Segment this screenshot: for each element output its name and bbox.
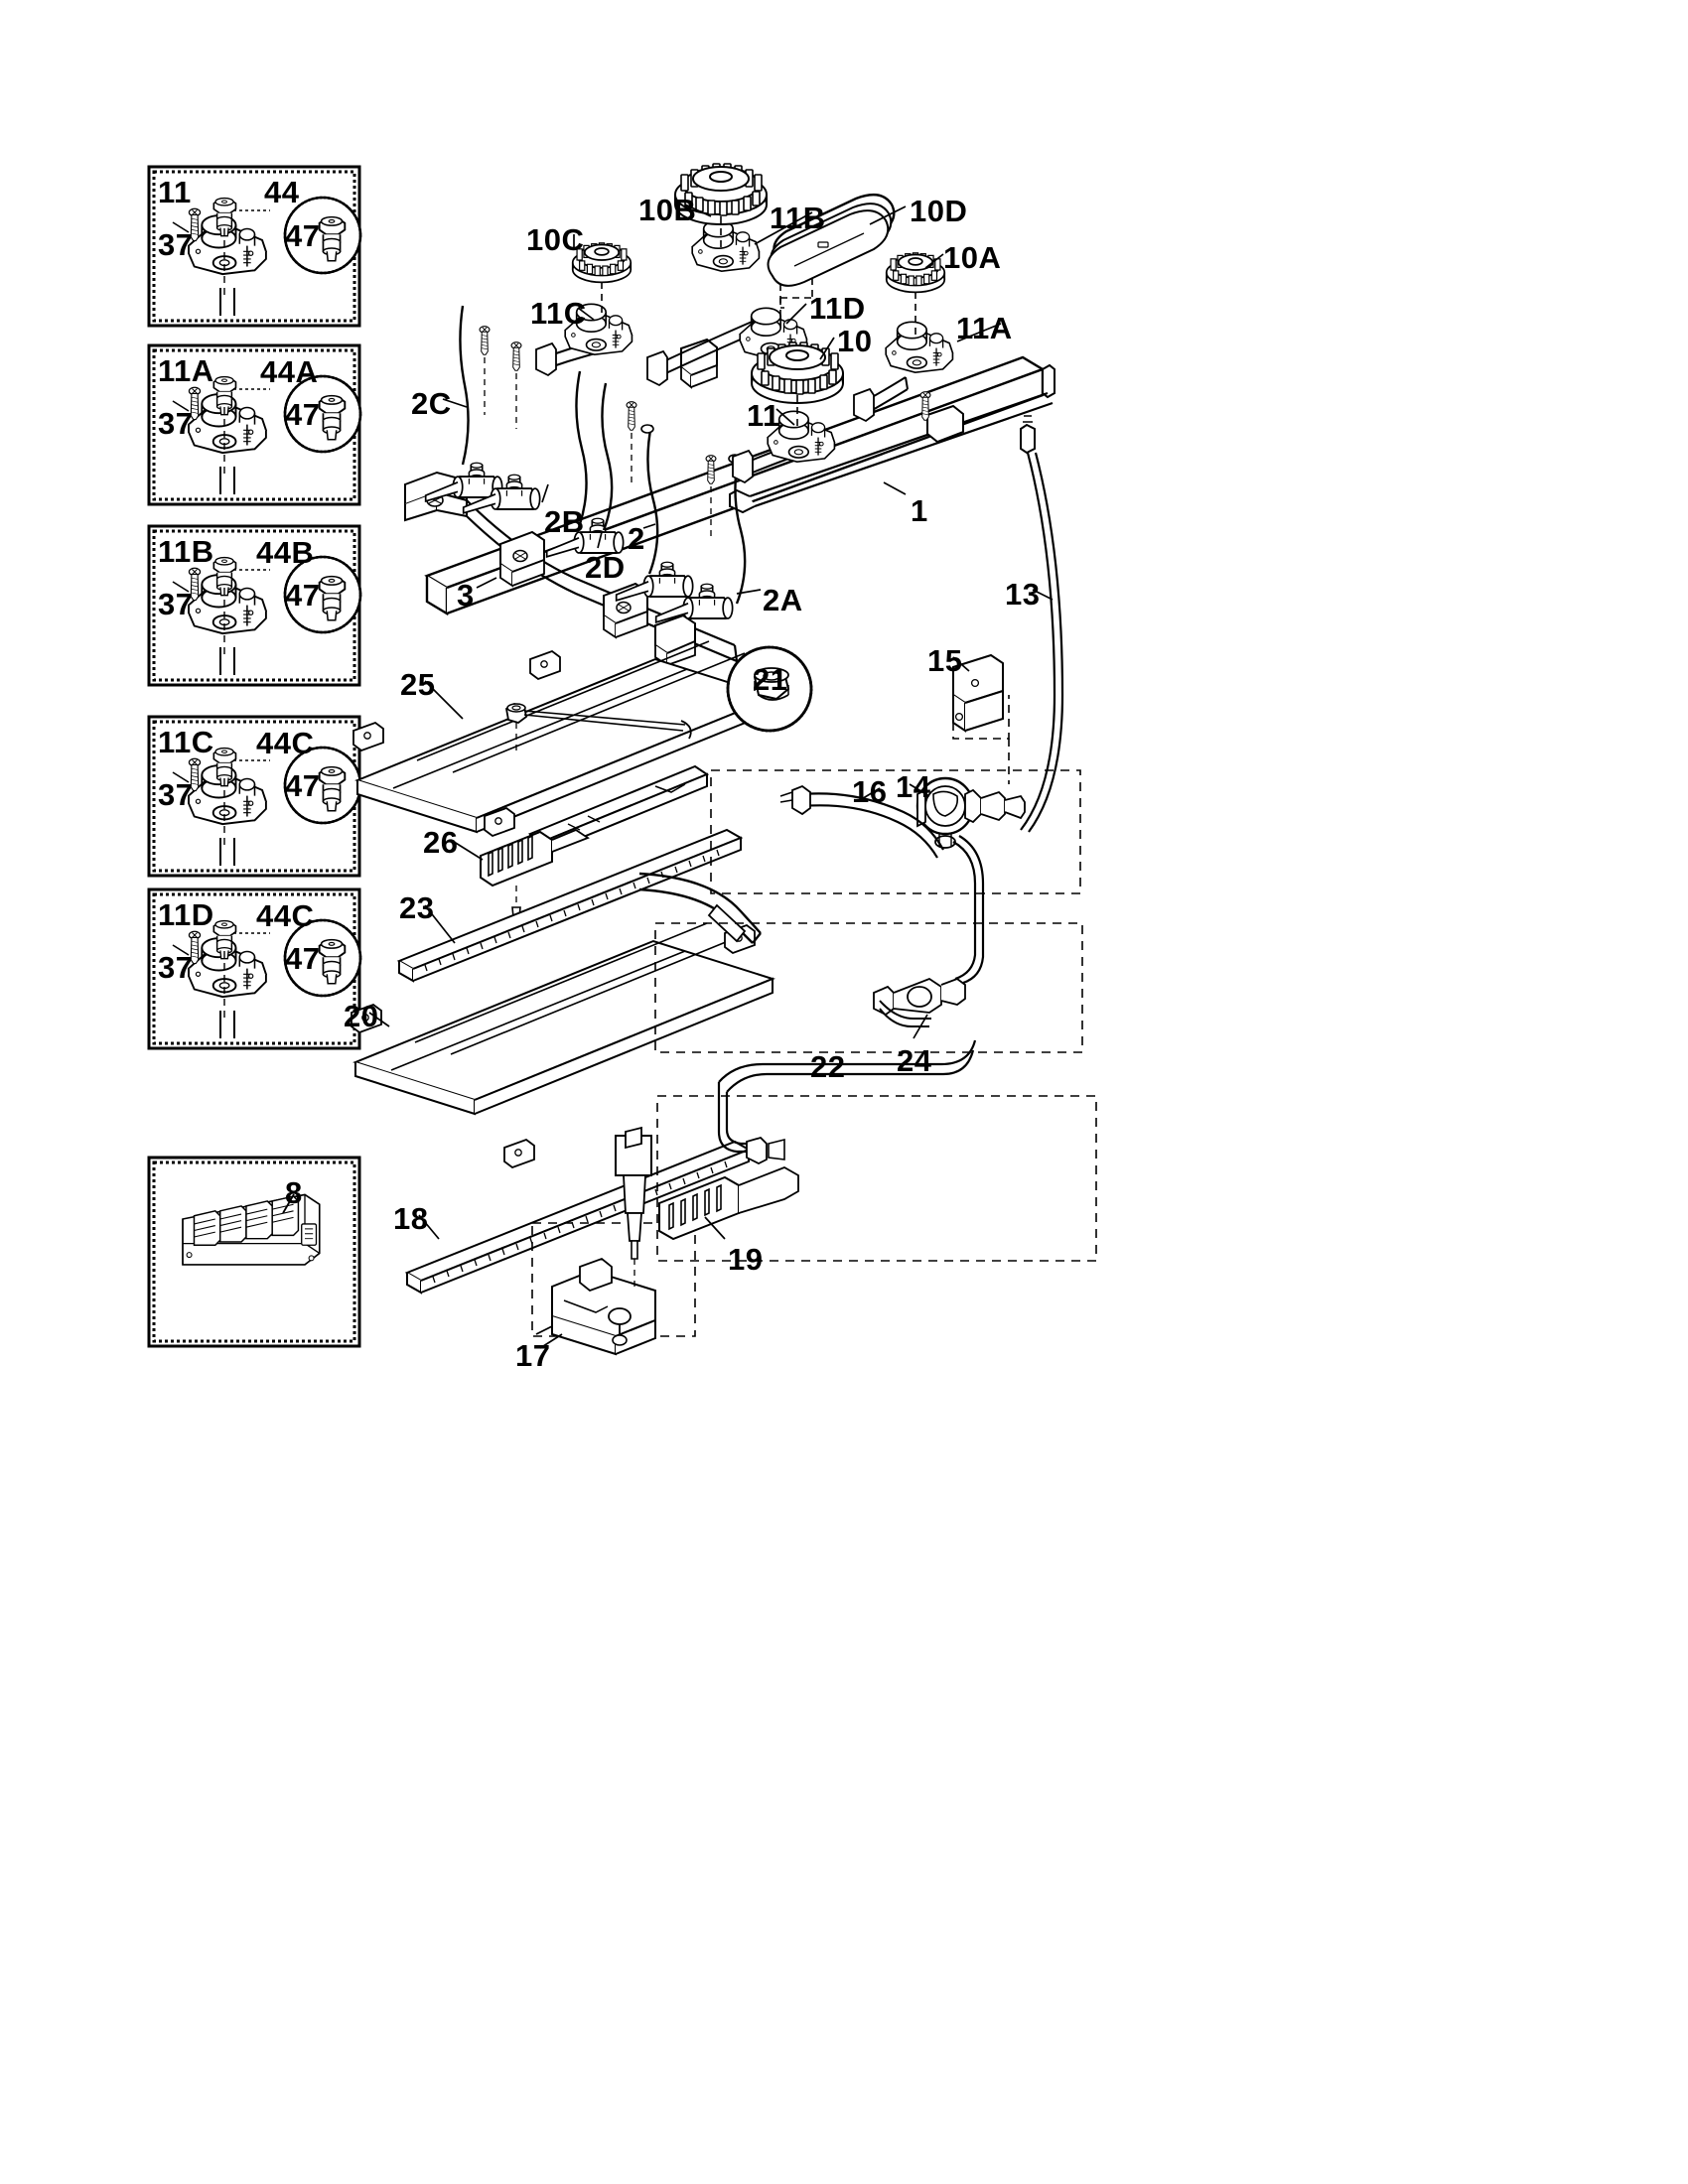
burner-head-10 — [751, 341, 844, 429]
callout-11D: 11D — [809, 291, 866, 326]
burner-base-11A-assembly — [885, 321, 954, 373]
manifold-pipe-1 — [425, 338, 1055, 615]
detail-box-label-11C: 11C — [158, 725, 214, 759]
callout-24: 24 — [897, 1043, 932, 1078]
callout-13: 13 — [1005, 577, 1041, 612]
detail-box-11A — [147, 343, 362, 506]
flex-tube-22 — [717, 1039, 977, 1165]
pressure-regulator-14 — [915, 776, 1026, 849]
detail-box-label-11B: 11B — [158, 534, 214, 569]
callout-10D: 10D — [910, 194, 968, 228]
callout-2C: 2C — [411, 386, 452, 421]
detail-box-11C — [147, 715, 362, 878]
detail-box-screw-label-11D: 37 — [158, 950, 194, 985]
callout-10A: 10A — [943, 240, 1002, 275]
callout-2B: 2B — [544, 504, 585, 539]
callout-10B: 10B — [638, 193, 697, 227]
detail-box-label-11A: 11A — [158, 353, 214, 388]
spark-electrode — [615, 1126, 652, 1291]
detail-box-screw-label-11: 37 — [158, 227, 194, 262]
callout-20: 20 — [344, 999, 379, 1033]
detail-box-callout-label-47-11A: 47 — [285, 397, 321, 432]
detail-box-11 — [147, 165, 362, 328]
oven-safety-valve-17 — [535, 1257, 656, 1356]
detail-box-label-11D: 11D — [158, 897, 214, 932]
detail-box-callout-label-47-11D: 47 — [285, 941, 321, 976]
oven-igniter-26 — [480, 828, 590, 918]
burner-head-10C — [571, 241, 633, 318]
burner-head-10B — [674, 163, 768, 250]
detail-box-callout-label-47-11: 47 — [285, 218, 321, 253]
callout-23: 23 — [399, 890, 435, 925]
griddle-burner-10D — [767, 193, 896, 322]
detail-box-11D — [147, 887, 362, 1050]
flex-line-13 — [1020, 415, 1064, 833]
callout-21: 21 — [753, 662, 788, 697]
tube-fittings — [535, 341, 875, 484]
detail-box-orifice-label-44B: 44B — [256, 535, 315, 570]
callout-11C: 11C — [530, 296, 587, 331]
detail-box-screw-label-11B: 37 — [158, 587, 194, 621]
dashed-envelopes — [531, 769, 1097, 1337]
callout-14: 14 — [896, 769, 931, 804]
igniter-wire-terminals — [640, 424, 742, 464]
callout-17: 17 — [515, 1338, 551, 1373]
gas-line-16 — [779, 784, 944, 859]
callout-15: 15 — [927, 643, 963, 678]
lock-nut-21 — [505, 645, 813, 754]
callout-11B: 11B — [770, 201, 826, 235]
callout-18: 18 — [393, 1201, 429, 1236]
detail-box-orifice-label-44C-2: 44C — [256, 898, 315, 933]
detail-box-8 — [147, 1156, 361, 1348]
burner-base-11B-assembly — [691, 219, 761, 272]
manifold-screws — [479, 326, 931, 536]
detail-box-callout-label-47-11B: 47 — [285, 578, 321, 613]
callout-1: 1 — [911, 493, 928, 528]
callout-3: 3 — [457, 578, 475, 613]
fitting-24 — [873, 835, 985, 1027]
callout-2D: 2D — [585, 550, 626, 585]
detail-box-orifice-label-44A: 44A — [260, 354, 319, 389]
callout-11A: 11A — [956, 311, 1013, 345]
oven-bottom-25 — [352, 640, 775, 838]
callout-22: 22 — [810, 1049, 846, 1084]
bracket-15 — [952, 653, 1010, 784]
callout-2A: 2A — [763, 583, 803, 617]
callout-11: 11 — [747, 398, 780, 433]
burner-head-10A — [885, 251, 946, 336]
valve-2 — [615, 561, 694, 602]
callout-26: 26 — [423, 825, 459, 860]
leader-lines — [368, 204, 1054, 1349]
callout-10: 10 — [837, 324, 873, 358]
detail-box-callout-label-47-11C: 47 — [285, 768, 321, 803]
callout-2: 2 — [628, 521, 645, 556]
detail-box-screw-label-11C: 37 — [158, 777, 194, 812]
detail-box-orifice-label-44C: 44C — [256, 726, 315, 760]
callout-25: 25 — [400, 667, 436, 702]
detail-box-label-8: 8 — [285, 1175, 303, 1210]
callout-16: 16 — [852, 774, 888, 809]
callout-19: 19 — [728, 1242, 764, 1277]
igniter-wires — [459, 305, 747, 605]
detail-box-11B — [147, 524, 362, 687]
detail-box-label-11: 11 — [158, 175, 192, 209]
detail-box-orifice-label-44: 44 — [264, 175, 300, 209]
detail-box-screw-label-11A: 37 — [158, 406, 194, 441]
broil-igniter-19 — [658, 1166, 799, 1241]
callout-10C: 10C — [526, 222, 585, 257]
oven-bottom-panel-20 — [351, 922, 774, 1169]
